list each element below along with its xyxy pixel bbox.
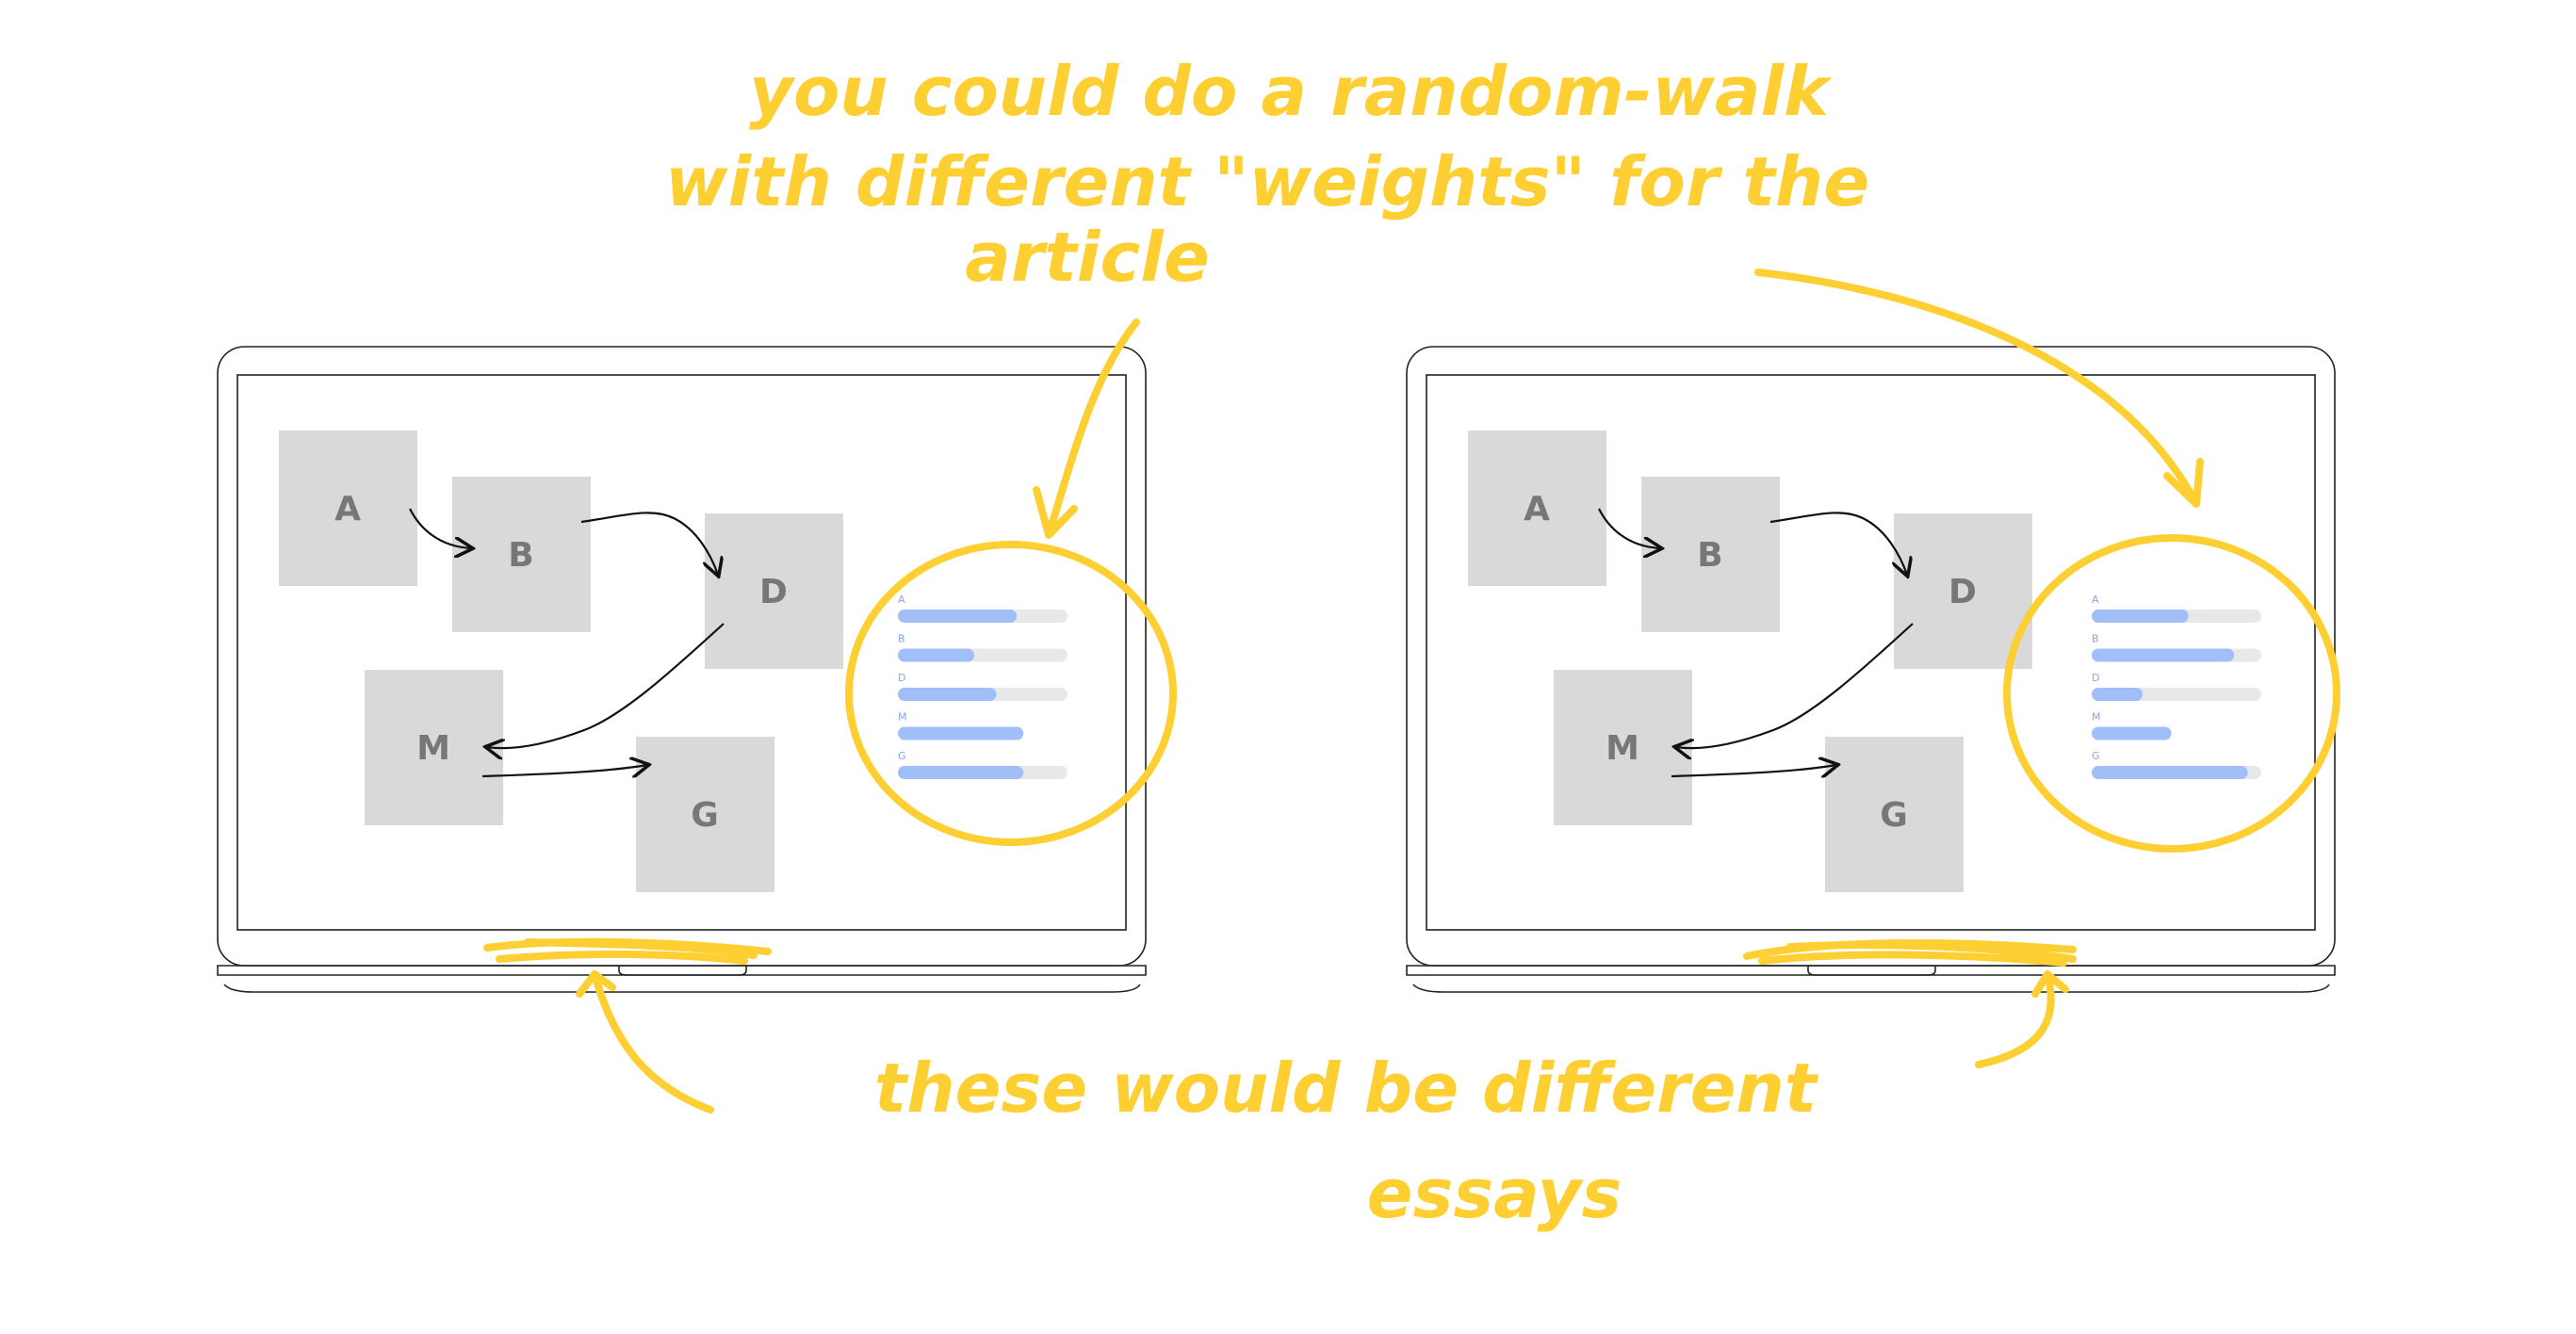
weight-label-M: M [2092,711,2101,724]
weight-label-B: B [2092,633,2099,645]
node-A[interactable] [279,431,417,586]
laptop-screen [1426,374,2316,931]
arrow-from-these-right [1975,970,2069,1068]
laptop-left: A B D M G A B D M G [217,346,1147,993]
weight-bar-B [898,648,974,662]
weights-panel: A B D M G [898,594,1068,779]
scribble-right-laptop [1743,938,2077,967]
weight-bar-G [898,766,1024,779]
edge-b-d [580,512,718,575]
highlight-circle-left [845,541,1177,846]
node-D[interactable] [1894,513,2032,669]
edge-a-b [409,508,471,548]
node-label: A [334,490,361,529]
weight-bar-B [2092,648,2235,662]
weight-label-D: D [2092,672,2099,684]
node-label: G [1880,796,1908,835]
weight-label-D: D [898,672,905,684]
arrow-to-weights-left [1033,318,1140,539]
annotation-random-walk: you could do a random-walk [749,52,1833,131]
node-A[interactable] [1468,431,1606,586]
weight-label-B: B [898,633,905,645]
weight-bar-G [2092,766,2248,779]
weight-bar-D [898,688,997,701]
edge-b-d [1769,512,1907,575]
weight-bar-M [2092,726,2172,740]
node-label: M [1606,729,1639,768]
laptop-foot [223,984,1141,993]
edge-d-m [1676,623,1914,748]
edge-m-g [1671,765,1836,776]
arrow-to-weights-right [1754,268,2204,508]
edge-m-g [481,765,647,776]
edge-a-b [1598,508,1660,548]
node-label: A [1524,490,1550,529]
weight-bar-D [2092,688,2143,701]
arrow-from-these-left [576,970,714,1114]
weight-label-A: A [898,594,905,606]
laptop-right: A B D M G A B D M G [1406,346,2336,993]
weight-label-G: G [898,750,906,762]
node-label: D [759,573,788,611]
edge-d-m [487,623,725,748]
annotation-article: article [965,218,1209,297]
annotation-essays: essays [1367,1154,1622,1233]
node-label: D [1948,573,1977,611]
laptop-notch [618,966,747,976]
node-M[interactable] [1554,670,1692,825]
node-G[interactable] [636,737,774,892]
laptop-base [217,965,1147,976]
laptop-screen [236,374,1127,931]
node-label: M [416,729,450,768]
weight-bar-A [898,610,1017,623]
weight-bar-M [898,726,1024,740]
weight-label-G: G [2092,750,2100,762]
weight-label-M: M [898,711,907,724]
annotation-different: these would be different [874,1049,1819,1128]
node-G[interactable] [1825,737,1964,892]
weight-label-A: A [2092,594,2099,606]
node-label: B [508,536,533,575]
weight-bar-A [2092,610,2189,623]
weights-panel: A B D M G [2092,594,2261,779]
node-D[interactable] [705,513,843,669]
laptop-foot [1412,984,2330,993]
laptop-notch [1807,966,1936,976]
node-M[interactable] [365,670,503,825]
node-label: B [1697,536,1722,575]
annotation-weights: with different "weights" for the [665,142,1869,221]
highlight-circle-right [2003,534,2340,853]
laptop-base [1406,965,2336,976]
node-label: G [691,796,719,835]
scribble-left-laptop [483,937,772,965]
